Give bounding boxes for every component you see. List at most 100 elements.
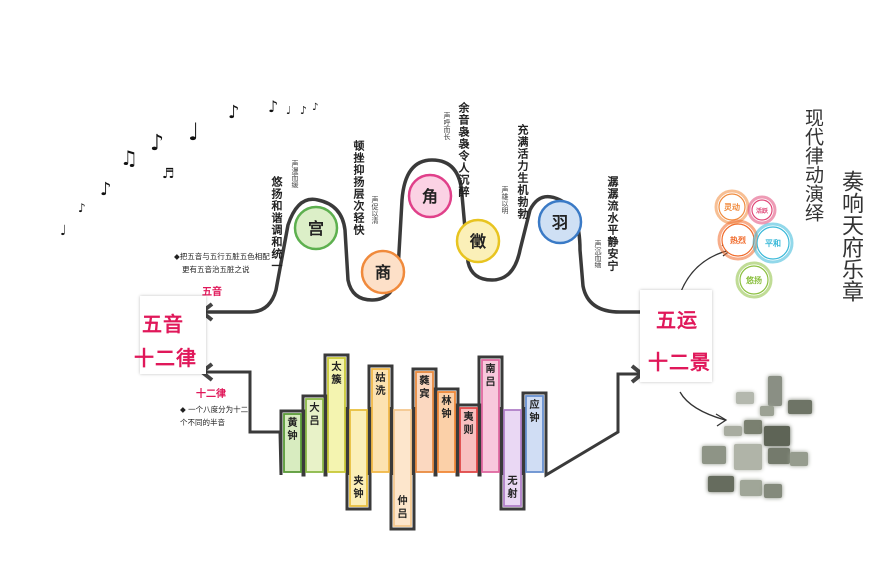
note-circle-label-4: 羽: [552, 213, 568, 232]
bubble-1: [751, 199, 773, 221]
bubble-ring-4: [735, 261, 773, 299]
music-notes-icon: ♩ ♪ ♪ ♫ ♪ ♬ ♩ ♪ ♪ ♩ ♪ ♪: [60, 97, 318, 239]
bar-7: [437, 391, 456, 473]
bar-6: [415, 371, 434, 473]
left-title-box: 五音 十二律: [134, 296, 206, 374]
left-box-line2: 十二律: [134, 346, 197, 370]
zhi-sub: 声雄以明: [501, 186, 509, 214]
svg-text:♬: ♬: [162, 166, 175, 182]
bar-label-3-0: 夹: [354, 474, 364, 487]
bar-2: [327, 357, 346, 473]
wuyin-note-line1: ◆把五音与五行五脏五色相配: [174, 252, 270, 261]
gong-desc: 悠扬和谐调和统一: [270, 176, 283, 272]
bar-label-9-1: 吕: [486, 376, 496, 388]
yu-sub: 声沉而缅: [594, 240, 602, 268]
svg-text:♪: ♪: [150, 131, 164, 156]
scenery-photo: [734, 444, 762, 470]
scenery-photo: [790, 452, 808, 466]
svg-text:♪: ♪: [100, 179, 112, 200]
bubble-3: [756, 226, 790, 260]
bar-5: [393, 409, 412, 527]
bar-label-10-0: 无: [507, 475, 518, 487]
shang-sub: 声促以清: [371, 196, 379, 224]
yu-desc: 潺潺流水平静安宁: [606, 176, 619, 272]
bubble-label-2: 热烈: [730, 235, 746, 245]
left-box-line1: 五音: [142, 312, 184, 336]
svg-text:♩: ♩: [60, 223, 67, 239]
bar-0: [283, 413, 302, 473]
note-circle-0: [293, 205, 339, 251]
curve-arrow-down: [679, 391, 726, 421]
bar-11: [525, 395, 544, 473]
wuyin-note: ◆把五音与五行五脏五色相配 更有五音治五脏之说: [174, 250, 270, 276]
bar-label-11-1: 钟: [530, 411, 540, 424]
bar-label-8-1: 则: [464, 423, 474, 436]
scenery-photo: [736, 392, 754, 404]
zhi-desc: 充满活力生机勃勃: [516, 124, 529, 220]
svg-text:♩: ♩: [188, 118, 199, 146]
bubble-label-4: 悠扬: [745, 275, 762, 285]
bar-label-2-0: 太: [331, 360, 343, 373]
bar-label-4-1: 洗: [376, 384, 386, 397]
scenery-photo: [744, 420, 762, 434]
right-box-line1: 五运: [656, 308, 698, 332]
shierlv-note: ◆ 一个八度分为十二 个不同的半音: [180, 403, 248, 429]
bar-label-5-1: 吕: [398, 508, 408, 520]
scenery-photo: [764, 484, 782, 498]
scenery-photo: [724, 426, 742, 436]
bar-label-5-0: 仲: [398, 494, 408, 507]
note-circle-3: [455, 218, 501, 264]
shang-desc: 顿挫抑扬层次轻快: [352, 140, 365, 236]
scenery-photo: [740, 480, 762, 496]
note-circle-label-2: 角: [422, 187, 438, 206]
bubble-label-3: 平和: [765, 238, 781, 248]
note-circle-label-3: 徵: [469, 232, 487, 251]
bubble-ring-1: [747, 195, 777, 225]
bar-3: [349, 409, 368, 507]
gong-sub: 声漫而缓: [291, 160, 299, 188]
shierlv-bar-line: [206, 353, 640, 531]
bar-label-7-1: 钟: [442, 407, 452, 420]
bubble-4: [739, 265, 769, 295]
bubble-0: [718, 193, 746, 221]
bar-label-6-0: 蕤: [420, 374, 431, 387]
svg-text:♪: ♪: [78, 201, 86, 215]
bar-label-1-0: 大: [310, 401, 320, 414]
bubble-ring-3: [752, 222, 794, 264]
bar-label-10-1: 射: [507, 487, 518, 500]
bar-label-8-0: 夷: [464, 410, 475, 423]
bar-label-0-1: 钟: [288, 429, 298, 442]
jue-desc: 余音袅袅令人沉醉: [457, 102, 470, 198]
right-box-line2: 十二景: [648, 350, 711, 374]
jue-sub: 声呼而长: [443, 112, 451, 140]
title-line1: 现代律动演绎: [802, 108, 824, 222]
scenery-photo: [768, 376, 782, 406]
bar-label-3-1: 钟: [354, 487, 364, 500]
bar-1: [305, 398, 324, 473]
bar-9: [481, 359, 500, 473]
wuyin-label: 五音: [202, 287, 222, 298]
scenery-photo: [702, 446, 726, 464]
bar-label-1-1: 吕: [310, 415, 320, 427]
mood-bubbles: 灵动活跃热烈 平和悠扬: [714, 189, 794, 299]
bar-10: [503, 409, 522, 507]
title-line2: 奏响天府乐章: [838, 170, 863, 302]
bar-label-9-0: 南: [486, 362, 496, 375]
bar-4: [371, 368, 390, 473]
note-circle-2: [407, 173, 453, 219]
shierlv-note-line2: 个不同的半音: [180, 418, 225, 427]
svg-text:♪: ♪: [312, 102, 318, 113]
bar-label-4-0: 姑: [375, 371, 386, 384]
bubble-label-1: 活跃: [756, 207, 769, 215]
scenery-photo: [708, 476, 734, 492]
shierlv-note-line1: ◆ 一个八度分为十二: [180, 405, 249, 414]
scenery-photo: [788, 400, 812, 414]
bubble-label-0: 灵动: [723, 202, 740, 212]
svg-text:♪: ♪: [268, 97, 278, 116]
svg-text:♪: ♪: [300, 104, 307, 117]
right-title-box: 五运 十二景: [640, 290, 712, 382]
note-circle-1: [360, 249, 406, 295]
scenery-photo: [764, 426, 790, 446]
